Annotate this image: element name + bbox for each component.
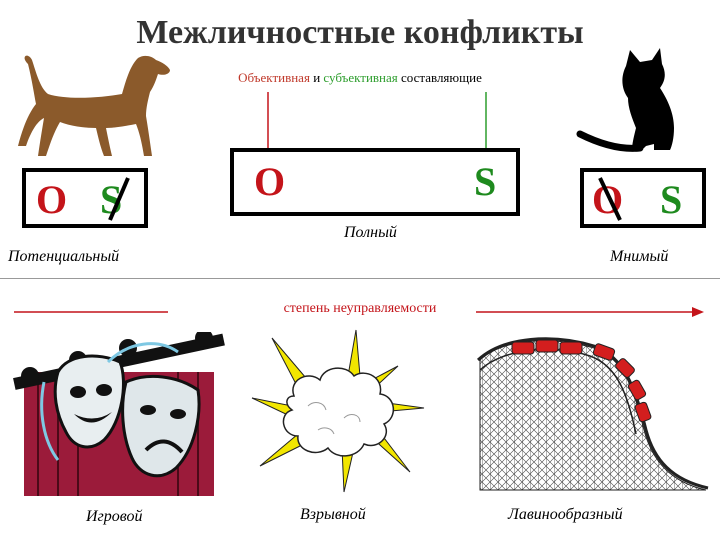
- explosion-icon: [251, 329, 425, 493]
- backslash-mark: [598, 177, 622, 221]
- box-full: [230, 148, 520, 216]
- cat-icon: [576, 48, 674, 152]
- theater-masks-icon: [13, 332, 225, 496]
- box-potential-s: S: [100, 177, 123, 222]
- dog-icon: [18, 55, 170, 156]
- label-potential: Потенциальный: [8, 248, 120, 265]
- scale-label: степень неуправляемости: [283, 301, 437, 316]
- subtitle: Объективная и субъективная составляющие: [0, 70, 720, 86]
- subtitle-objective: Объективная: [238, 70, 310, 85]
- label-imaginary: Мнимый: [610, 248, 669, 265]
- scale-arrow: [14, 307, 704, 317]
- box-full-s: S: [474, 159, 497, 204]
- box-full-o: O: [254, 159, 286, 204]
- label-game: Игровой: [86, 508, 143, 525]
- page-title: Межличностные конфликты: [136, 14, 584, 51]
- subtitle-subjective: субъективная: [323, 70, 398, 85]
- subtitle-rest: составляющие: [401, 70, 482, 85]
- label-full: Полный: [344, 224, 397, 241]
- subtitle-and: и: [313, 70, 321, 85]
- box-potential-o: O: [36, 177, 68, 222]
- label-avalanche: Лавинообразный: [508, 506, 623, 523]
- slash-mark: [108, 177, 130, 221]
- divider: [0, 278, 720, 279]
- roller-coaster-icon: [476, 337, 709, 491]
- box-imaginary-s: S: [660, 177, 683, 222]
- label-explosive: Взрывной: [300, 506, 366, 523]
